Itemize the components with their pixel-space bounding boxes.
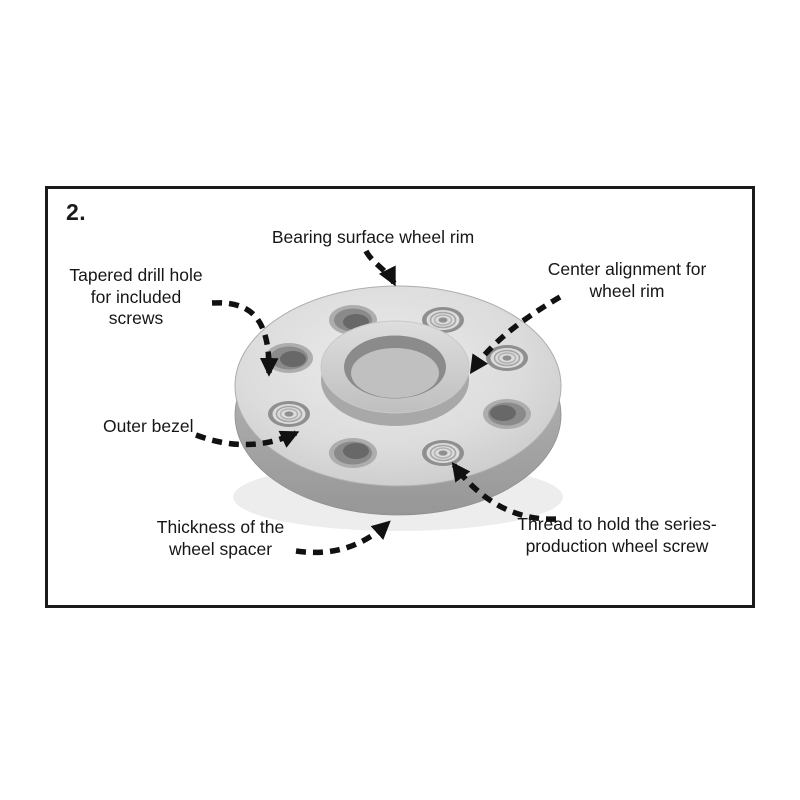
wheel-spacer-illustration [233, 285, 563, 531]
label-center-alignment: Center alignment for wheel rim [547, 259, 707, 301]
tapered-drill-hole [483, 399, 531, 429]
threaded-hole [486, 345, 528, 371]
label-thread: Thread to hold the series- production wh… [517, 514, 717, 556]
diagram-frame: 2. [45, 186, 755, 608]
center-collar [320, 320, 470, 426]
tapered-drill-hole [265, 343, 313, 373]
label-outer-bezel: Outer bezel [103, 416, 194, 436]
threaded-hole [422, 307, 464, 333]
label-tapered-drill-hole: Tapered drill hole for included screws [69, 265, 203, 329]
tapered-drill-hole [329, 438, 377, 468]
label-thickness: Thickness of the wheel spacer [156, 517, 285, 559]
threaded-hole [268, 401, 310, 427]
threaded-hole [422, 440, 464, 466]
label-bearing-surface: Bearing surface wheel rim [271, 227, 475, 247]
step-number: 2. [66, 199, 87, 225]
